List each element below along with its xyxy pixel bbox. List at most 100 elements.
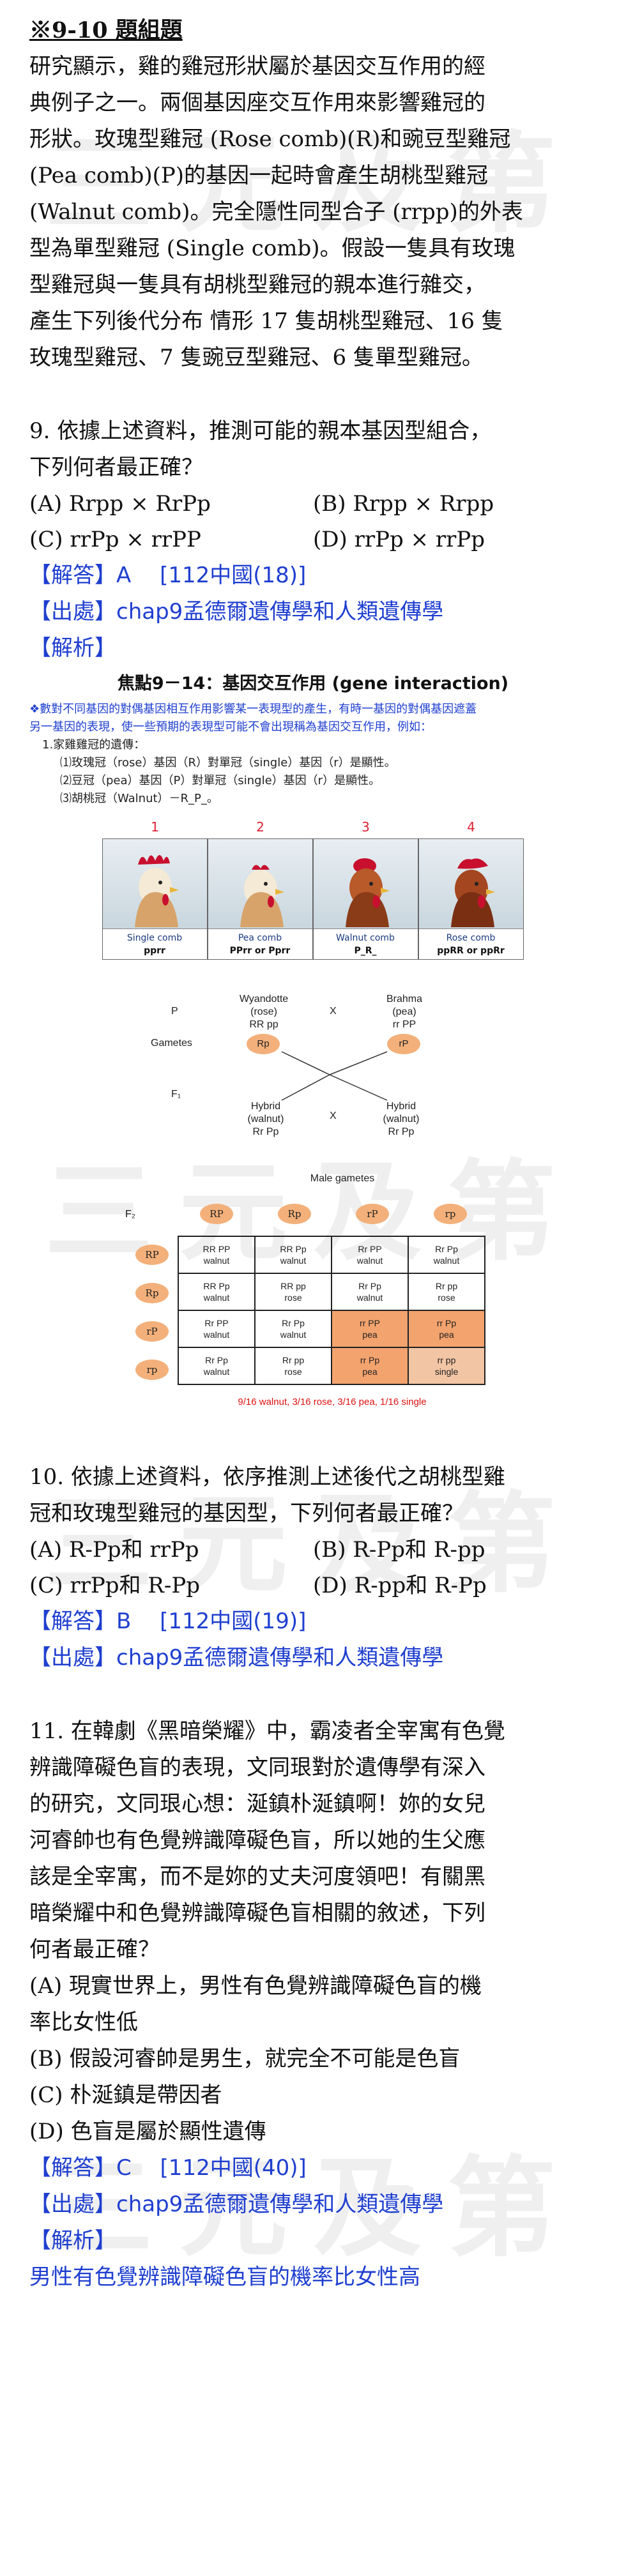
option-b: (B) R-Pp和 R-pp xyxy=(313,1537,485,1563)
hybrid-genotype: Rr Pp xyxy=(252,1126,279,1137)
hybrid: Hybrid (walnut) Rr Pp xyxy=(234,1100,298,1139)
source: 【出處】chap9孟德爾遺傳學和人類遺傳學 xyxy=(29,1645,444,1671)
gamete-oval: Rp xyxy=(247,1034,280,1054)
passage-line: 型為單型雞冠 (Single comb)。假設一隻具有玫瑰 xyxy=(29,236,515,261)
comb-image-card: Walnut comb P_R_ xyxy=(312,838,418,960)
explanation-label: 【解析】 xyxy=(29,635,116,661)
parent-name: Wyandotte xyxy=(239,994,289,1004)
figure-item: ⑴玫瑰冠（rose）基因（R）對單冠（single）基因（r）是顯性。 xyxy=(60,756,396,769)
explanation-label: 【解析】 xyxy=(29,2228,116,2254)
parent-phenotype: (rose) xyxy=(250,1006,277,1017)
question-stem: 下列何者最正確？ xyxy=(29,455,203,480)
comb-card: 3 Walnut comb P_R_ xyxy=(312,819,418,960)
gametes-label: Gametes xyxy=(151,1038,192,1049)
group-title: ※9-10 題組題 xyxy=(29,17,183,43)
comb-number: 3 xyxy=(362,819,370,835)
rooster-walnut-comb-image xyxy=(313,839,418,928)
parent-brahma: Brahma (pea) rr PP xyxy=(369,993,439,1031)
figure-item: ⑶胡桃冠（Walnut）－R_P_。 xyxy=(60,792,218,805)
figure-item-title: 1.家雞雞冠的遺傳： xyxy=(42,738,146,752)
answer: 【解答】B [112中國(19)] xyxy=(29,1609,307,1634)
gamete-oval: Rp xyxy=(135,1283,169,1303)
figure-intro: 另一基因的表現，使一些預期的表現型可能不會出現稱為基因交互作用，例如： xyxy=(29,720,432,734)
question-10: 10. 依據上述資料，依序推測上述後代之胡桃型雞 冠和玫瑰型雞冠的基因型，下列何… xyxy=(29,1459,597,1676)
column-gametes: RP Rp rP rp xyxy=(178,1204,491,1224)
option-a: (A) 現實世界上，男性有色覺辨識障礙色盲的機 xyxy=(29,1973,482,1999)
question-stem: 11. 在韓劇《黑暗榮耀》中，霸凌者全宰寓有色覺 xyxy=(29,1718,505,1744)
comb-label: Walnut comb P_R_ xyxy=(313,928,418,959)
option-c: (C) 朴涎鎮是帶因者 xyxy=(29,2082,222,2108)
f2-label: F₂ xyxy=(125,1209,135,1220)
question-stem: 的研究，文同珢心想：涎鎮朴涎鎮啊！妳的女兒 xyxy=(29,1791,485,1817)
gamete-oval: rP xyxy=(135,1321,169,1342)
comb-genotype: ppRR or ppRr xyxy=(437,946,505,956)
source: 【出處】chap9孟德爾遺傳學和人類遺傳學 xyxy=(29,2192,444,2217)
option-b: (B) 假設河睿帥是男生，就完全不可能是色盲 xyxy=(29,2046,461,2072)
question-stem: 9. 依據上述資料，推測可能的親本基因型組合， xyxy=(29,418,492,444)
answer: 【解答】C [112中國(40)] xyxy=(29,2155,307,2181)
cross-symbol: X xyxy=(330,1006,337,1017)
passage-line: 研究顯示，雞的雞冠形狀屬於基因交互作用的經 xyxy=(29,54,485,79)
passage: 研究顯示，雞的雞冠形狀屬於基因交互作用的經 典例子之一。兩個基因座交互作用來影響… xyxy=(29,49,597,376)
question-stem: 冠和玫瑰型雞冠的基因型，下列何者最正確？ xyxy=(29,1501,464,1526)
gamete-rp: Rp xyxy=(247,1034,280,1054)
p-label: P xyxy=(171,1006,178,1017)
parent-phenotype: (pea) xyxy=(392,1006,416,1017)
comb-types: 1 Single comb pprr xyxy=(29,819,597,960)
question-stem: 10. 依據上述資料，依序推測上述後代之胡桃型雞 xyxy=(29,1464,505,1490)
comb-image-card: Pea comb PPrr or Pprr xyxy=(207,838,313,960)
document-page: ※9-10 題組題 研究顯示，雞的雞冠形狀屬於基因交互作用的經 典例子之一。兩個… xyxy=(29,17,597,2290)
passage-line: 玫瑰型雞冠、7 隻豌豆型雞冠、6 隻單型雞冠。 xyxy=(29,345,484,370)
answer: 【解答】A [112中國(18)] xyxy=(29,563,307,588)
option-d: (D) R-pp和 R-Pp xyxy=(313,1573,487,1598)
option-c: (C) rrPp和 R-Pp xyxy=(29,1573,201,1598)
question-stem: 暗榮耀中和色覺辨識障礙色盲相關的敘述，下列 xyxy=(29,1900,485,1926)
comb-name: Rose comb xyxy=(446,933,496,943)
comb-number: 2 xyxy=(256,819,264,835)
option-d: (D) 色盲是屬於顯性遺傳 xyxy=(29,2119,266,2144)
passage-line: 型雞冠與一隻具有胡桃型雞冠的親本進行雜交， xyxy=(29,272,485,298)
comb-name: Walnut comb xyxy=(336,933,395,943)
comb-genotype: P_R_ xyxy=(354,946,377,956)
comb-label: Rose comb ppRR or ppRr xyxy=(418,928,523,959)
hybrid-name: Hybrid xyxy=(250,1101,281,1112)
comb-label: Pea comb PPrr or Pprr xyxy=(208,928,312,959)
comb-genotype: pprr xyxy=(144,946,165,956)
passage-line: (Pea comb)(P)的基因一起時會產生胡桃型雞冠 xyxy=(29,163,488,188)
parent-wyandotte: Wyandotte (rose) RR pp xyxy=(229,993,299,1031)
gamete-oval: rP xyxy=(356,1204,389,1224)
gamete-oval: Rp xyxy=(278,1204,311,1224)
hybrid-phenotype: (walnut) xyxy=(383,1114,420,1125)
figure-intro: ❖數對不同基因的對偶基因相互作用影響某一表現型的產生，有時一基因的對偶基因遮蓋 xyxy=(29,702,477,716)
question-9: 9. 依據上述資料，推測可能的親本基因型組合， 下列何者最正確？ (A) Rrp… xyxy=(29,413,597,667)
f2-ratio: 9/16 walnut, 3/16 rose, 3/16 pea, 1/16 s… xyxy=(238,1397,427,1407)
row-gametes: RP Rp rP rp xyxy=(135,1236,174,1389)
option-d: (D) rrPp × rrPp xyxy=(313,527,485,552)
option-a: (A) Rrpp × RrPp xyxy=(29,491,211,517)
hybrid-phenotype: (walnut) xyxy=(247,1114,284,1125)
passage-line: (Walnut comb)。完全隱性同型合子 (rrpp)的外表 xyxy=(29,199,523,225)
comb-number: 4 xyxy=(467,819,475,835)
option-a-continued: 率比女性低 xyxy=(29,2010,138,2035)
passage-line: 典例子之一。兩個基因座交互作用來影響雞冠的 xyxy=(29,90,485,116)
option-c: (C) rrPp × rrPP xyxy=(29,527,201,552)
comb-card: 1 Single comb pprr xyxy=(102,819,208,960)
source: 【出處】chap9孟德爾遺傳學和人類遺傳學 xyxy=(29,599,444,625)
comb-number: 1 xyxy=(151,819,159,835)
question-stem: 辨識障礙色盲的表現，文同珢對於遺傳學有深入 xyxy=(29,1755,485,1780)
gamete-rp: rP xyxy=(387,1034,420,1054)
figure-item: ⑵豆冠（pea）基因（P）對單冠（single）基因（r）是顯性。 xyxy=(60,774,381,787)
